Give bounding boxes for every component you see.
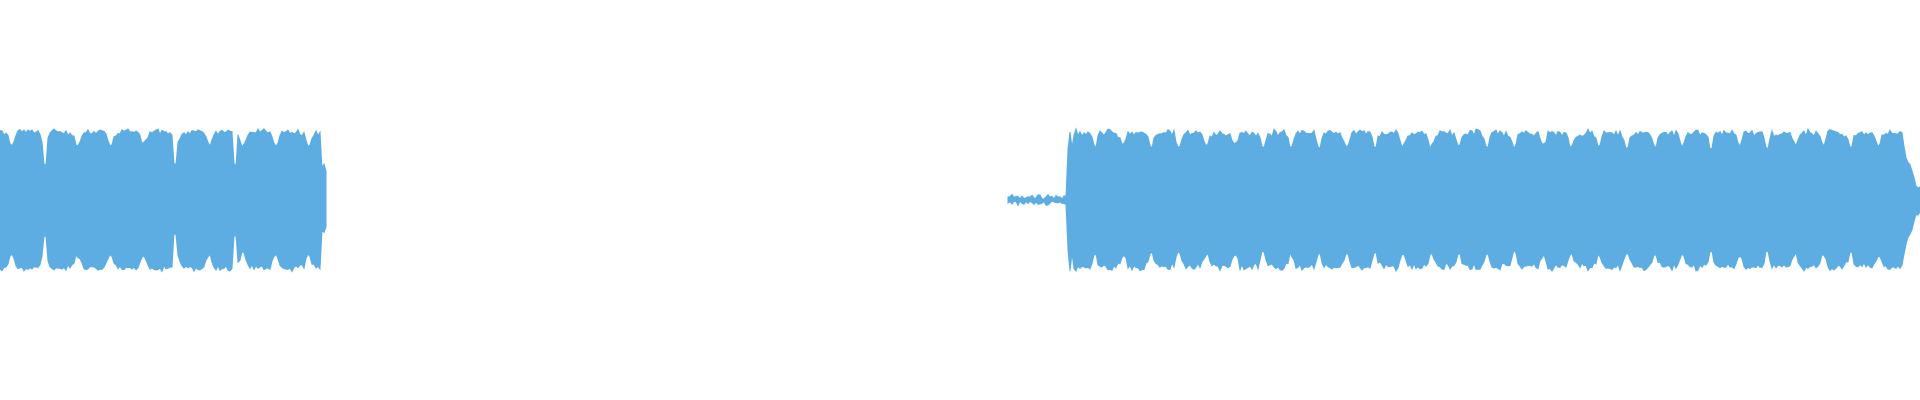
waveform-clip-1 bbox=[0, 127, 327, 273]
waveform-clip-2 bbox=[1007, 127, 1920, 273]
waveform-track bbox=[0, 127, 1920, 273]
